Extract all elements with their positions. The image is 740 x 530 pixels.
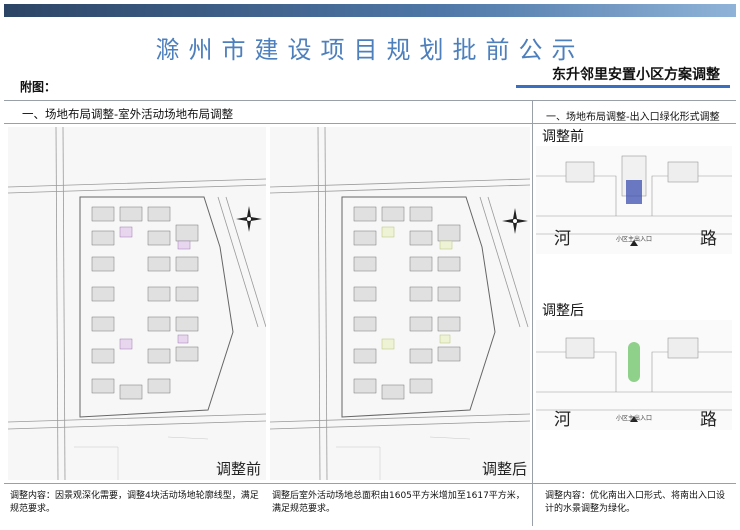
entrance-plan-after [536,320,732,430]
left-section-heading: 一、场地布局调整-室外活动场地布局调整 [22,107,234,121]
road-char-he: 河 [554,229,571,249]
compass-icon [502,208,528,234]
road-char-lu: 路 [700,410,717,430]
divider-top [4,100,736,101]
description-entrance: 调整内容：优化南出入口形式、将南出入口设计的水景调整为绿化。 [545,491,726,514]
description-right: 调整后室外活动场地总面积由1605平方米增加至1617平方米，满足规范要求。 [272,491,525,514]
entrance-label: 小区主出入口 [616,236,653,243]
road-char-lu: 路 [700,229,717,249]
compass-icon [236,206,262,232]
entrance-plan-before [536,146,732,254]
entrance-before-label: 调整前 [542,129,584,145]
page-title: 滁州市建设项目规划批前公示 [155,36,585,64]
entrance-after-label: 调整后 [542,303,584,319]
divider-bottom [4,483,736,484]
after-label: 调整后 [482,460,528,478]
project-underline [516,85,730,88]
site-plan-after [270,127,530,480]
header-bar [4,4,736,17]
description-left: 调整内容：因景观深化需要，调整4块活动场地轮廓线型，满足规范要求。 [10,491,259,514]
right-section-heading: 一、场地布局调整-出入口绿化形式调整 [546,112,720,123]
project-name: 东升邻里安置小区方案调整 [552,67,720,83]
entrance-label: 小区主出入口 [616,415,653,422]
divider-vertical [532,100,533,526]
before-label: 调整前 [216,460,262,478]
attachment-label: 附图： [20,80,57,94]
road-char-he: 河 [554,410,571,430]
divider-heading [4,123,736,124]
site-plan-before [8,127,266,480]
